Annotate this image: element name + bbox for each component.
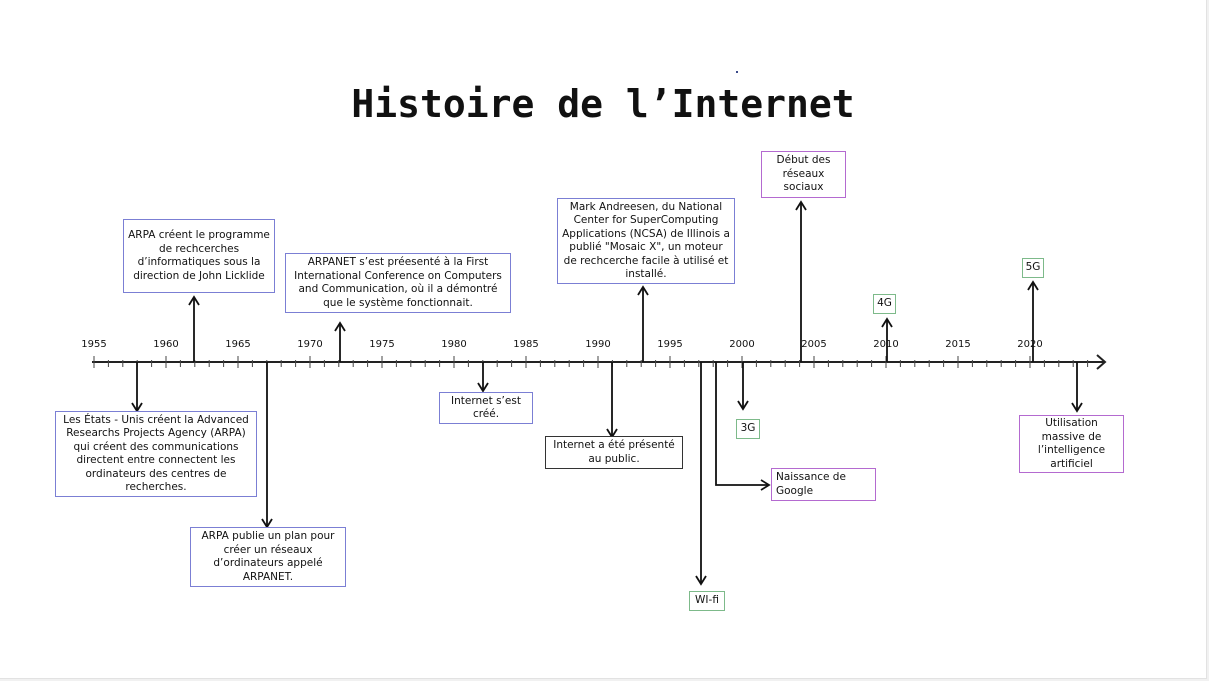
tick-label: 2020: [1017, 339, 1042, 350]
connector-3g: [737, 362, 749, 411]
tick-label: 1975: [369, 339, 394, 350]
tick-label: 1995: [657, 339, 682, 350]
connector-arpanet-conference: [334, 321, 346, 362]
event-box-arpanet-conference: ARPANET s’est préesenté à la First Inter…: [285, 253, 511, 313]
event-text: Internet s’est créé.: [451, 394, 521, 421]
tick-label: 2015: [945, 339, 970, 350]
event-box-internet-created: Internet s’est créé.: [439, 392, 533, 424]
event-box-3g: 3G: [736, 419, 760, 439]
arrowhead: [760, 479, 771, 491]
connector-5g: [1027, 280, 1039, 362]
tick-label: 1980: [441, 339, 466, 350]
event-text: ARPA créent le programme de rechcerches …: [128, 229, 270, 282]
connector-mosaic: [637, 285, 649, 362]
event-box-social: Début des réseaux sociaux: [761, 151, 846, 198]
event-text: Internet a été présenté au public.: [553, 439, 675, 465]
event-text: ARPA publie un plan pour créer un réseau…: [201, 530, 335, 583]
tick-label: 1955: [81, 339, 106, 350]
event-text: 5G: [1025, 261, 1041, 274]
arrowhead: [334, 321, 346, 332]
event-box-ai: Utilisation massive de l’intelligence ar…: [1019, 415, 1124, 473]
event-box-5g: 5G: [1022, 258, 1044, 278]
connector-internet-created: [477, 362, 489, 393]
arrowhead: [1027, 280, 1039, 291]
arrowhead: [477, 382, 489, 393]
event-text: 3G: [740, 422, 756, 435]
event-text: Les États - Unis créent la Advanced Rese…: [63, 413, 249, 494]
connector-social: [795, 200, 807, 362]
event-box-internet-public: Internet a été présenté au public.: [545, 436, 683, 469]
page-title: Histoire de l’Internet: [351, 82, 855, 126]
tick-label: 2010: [873, 339, 898, 350]
event-text: 4G: [877, 297, 892, 310]
event-text: Mark Andreesen, du National Center for S…: [562, 200, 730, 281]
tick-label: 1960: [153, 339, 178, 350]
event-box-wifi: WI-fi: [689, 591, 725, 611]
connector-arpa-licklide: [188, 295, 200, 362]
arrowhead: [695, 575, 707, 586]
event-box-arpa-licklide: ARPA créent le programme de rechcerches …: [123, 219, 275, 293]
tick-label: 1990: [585, 339, 610, 350]
arrowhead: [188, 295, 200, 306]
event-box-4g: 4G: [873, 294, 896, 314]
connector-google: [715, 362, 771, 491]
event-text: Début des réseaux sociaux: [776, 154, 831, 194]
tick-label: 1965: [225, 339, 250, 350]
tick-label: 2000: [729, 339, 754, 350]
tick-label: 1970: [297, 339, 322, 350]
event-text: Naissance de Google: [776, 471, 846, 497]
arrowhead: [637, 285, 649, 296]
connector-arpa-agency: [131, 362, 143, 413]
connector-wifi: [695, 362, 707, 586]
event-box-mosaic: Mark Andreesen, du National Center for S…: [557, 198, 735, 284]
connector-arpanet-plan: [261, 362, 273, 529]
arrowhead: [737, 400, 749, 411]
connector-4g: [881, 317, 893, 362]
stray-dot: [736, 71, 738, 73]
connector-line: [715, 362, 769, 486]
arrowhead: [795, 200, 807, 211]
event-text: ARPANET s’est préesenté à la First Inter…: [294, 256, 502, 309]
event-box-google: Naissance de Google: [771, 468, 876, 501]
arrowhead: [1071, 402, 1083, 413]
connector-internet-public: [606, 362, 618, 439]
event-box-arpa-agency: Les États - Unis créent la Advanced Rese…: [55, 411, 257, 497]
arrowhead: [881, 317, 893, 328]
axis-arrowhead: [1096, 354, 1107, 370]
connector-ai: [1071, 362, 1083, 413]
event-text: Utilisation massive de l’intelligence ar…: [1037, 417, 1106, 470]
tick-label: 1985: [513, 339, 538, 350]
tick-label: 2005: [801, 339, 826, 350]
event-box-arpanet-plan: ARPA publie un plan pour créer un réseau…: [190, 527, 346, 587]
event-text: WI-fi: [695, 594, 719, 607]
